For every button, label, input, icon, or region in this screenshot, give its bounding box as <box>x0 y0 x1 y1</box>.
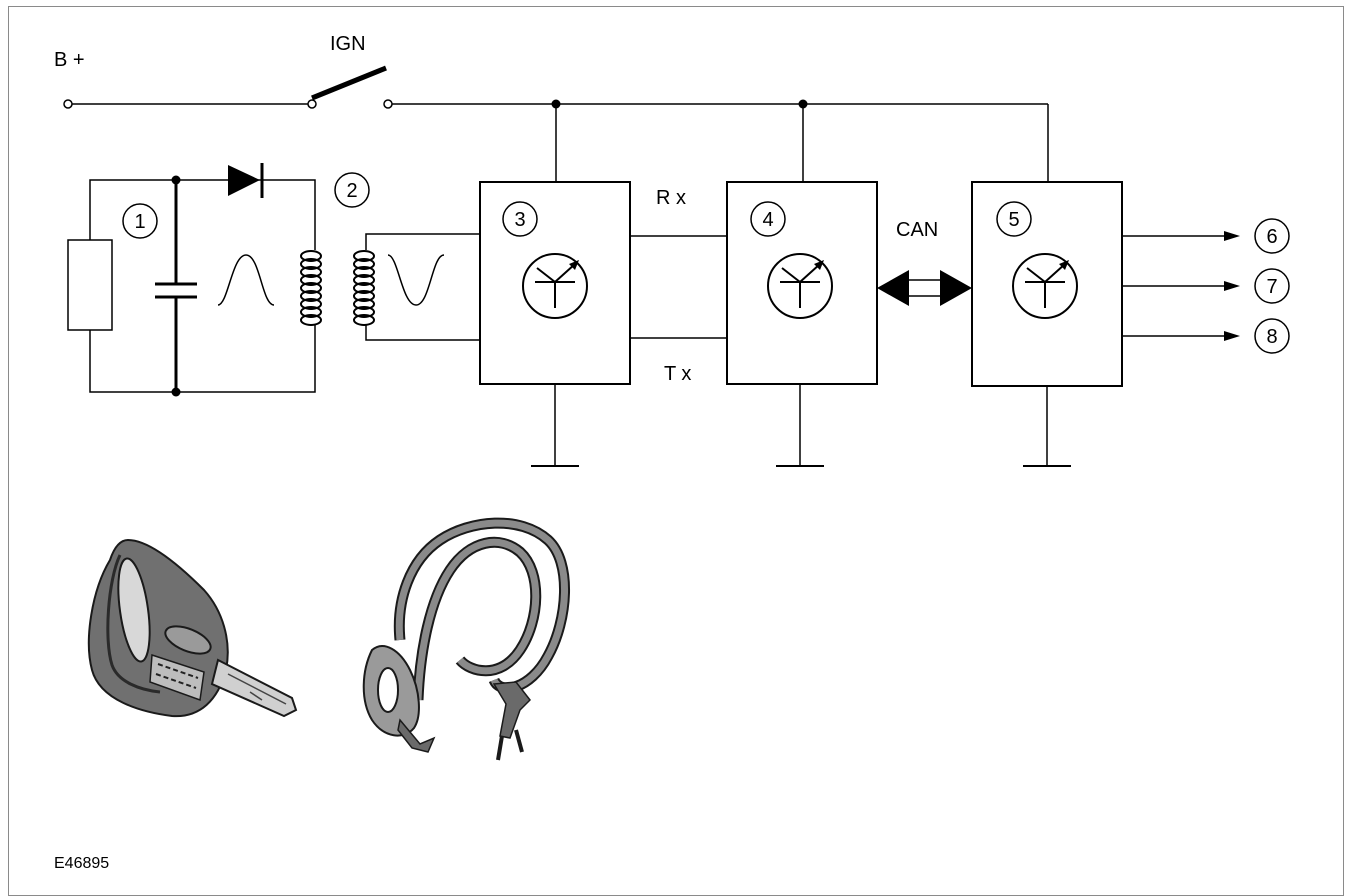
reader-coil-circuit <box>353 233 480 341</box>
ignition-contact-right <box>383 99 393 109</box>
callout-3: 3 <box>502 201 538 237</box>
callout-2: 2 <box>334 172 370 208</box>
output-arrows <box>1122 231 1240 341</box>
coil-left <box>300 250 322 326</box>
battery-label: B + <box>54 49 85 71</box>
callout-number: 4 <box>762 209 773 231</box>
can-label: CAN <box>896 219 938 241</box>
ground-symbols <box>531 384 1071 467</box>
tx-label: T x <box>664 363 691 385</box>
transistor-symbol-icon <box>1012 253 1078 319</box>
ignition-switch-blade <box>311 65 387 101</box>
can-bus-arrow <box>877 270 972 306</box>
callout-8: 8 <box>1254 318 1290 354</box>
antenna-coil-harness-icon <box>362 517 570 761</box>
transistor-symbol-icon <box>522 253 588 319</box>
ignition-label: IGN <box>330 33 366 55</box>
callout-number: 8 <box>1266 326 1277 348</box>
transistor-symbol-icon <box>767 253 833 319</box>
callout-number: 1 <box>134 211 145 233</box>
callout-number: 2 <box>346 180 357 202</box>
pulse-waveform <box>217 254 275 306</box>
coil-right <box>353 250 375 326</box>
callout-1: 1 <box>122 203 158 239</box>
resistor <box>67 239 113 331</box>
callout-6: 6 <box>1254 218 1290 254</box>
callout-5: 5 <box>996 201 1032 237</box>
diagram-frame <box>8 6 1344 896</box>
callout-number: 6 <box>1266 226 1277 248</box>
callout-4: 4 <box>750 201 786 237</box>
inverted-pulse-waveform <box>387 254 445 306</box>
callout-number: 7 <box>1266 276 1277 298</box>
callout-number: 3 <box>514 209 525 231</box>
transponder-key-icon <box>87 538 298 718</box>
figure-id: E46895 <box>54 855 109 872</box>
transponder-circuit <box>67 163 322 397</box>
rx-label: R x <box>656 187 686 209</box>
diode <box>228 165 260 196</box>
supply-line <box>63 65 1049 182</box>
callout-7: 7 <box>1254 268 1290 304</box>
callout-number: 5 <box>1008 209 1019 231</box>
ignition-contact-left <box>307 99 317 109</box>
battery-terminal <box>63 99 73 109</box>
